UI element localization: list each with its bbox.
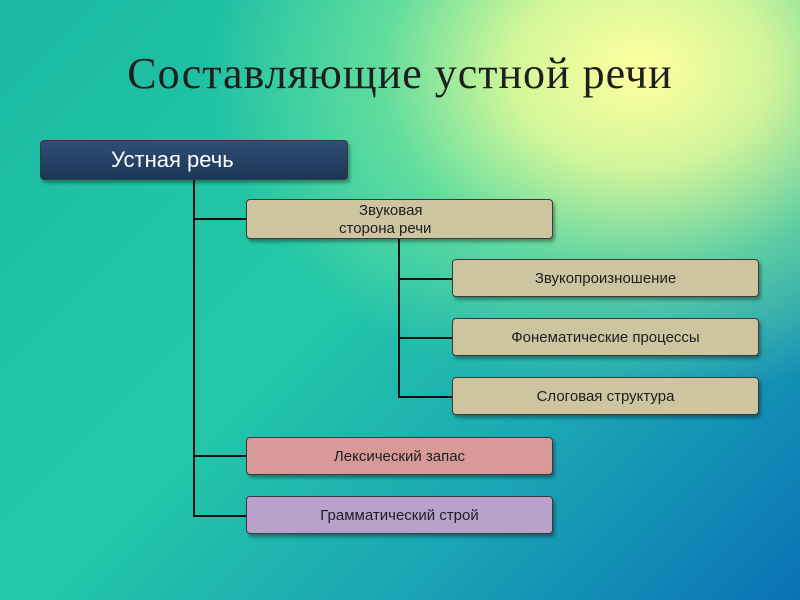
node-sound-side: Звуковая сторона речи [246, 199, 553, 239]
node-lexical-stock-label: Лексический запас [333, 447, 466, 465]
node-pronunciation: Звукопроизношение [452, 259, 759, 297]
node-pronunciation-label: Звукопроизношение [534, 269, 677, 287]
connector-sound-vertical [398, 239, 400, 398]
connector-grammar [193, 515, 246, 517]
page-title: Составляющие устной речи [127, 49, 673, 98]
connector-sound [193, 218, 246, 220]
node-phonemic-processes-label: Фонематические процессы [511, 328, 700, 346]
node-sound-side-line1: Звуковая [359, 202, 423, 219]
node-lexical-stock: Лексический запас [246, 437, 553, 475]
node-oral-speech-label: Устная речь [111, 147, 234, 172]
connector-sub-3 [398, 396, 452, 398]
connector-lexical [193, 455, 246, 457]
connector-main-vertical [193, 180, 195, 517]
connector-sub-2 [398, 337, 452, 339]
node-sound-side-line2: сторона речи [339, 220, 432, 237]
connector-sub-1 [398, 278, 452, 280]
node-syllable-structure: Слоговая структура [452, 377, 759, 415]
node-phonemic-processes: Фонематические процессы [452, 318, 759, 356]
node-grammar-structure-label: Грамматический строй [320, 506, 479, 524]
node-grammar-structure: Грамматический строй [246, 496, 553, 534]
node-oral-speech: Устная речь [40, 140, 348, 180]
node-syllable-structure-label: Слоговая структура [536, 387, 675, 405]
